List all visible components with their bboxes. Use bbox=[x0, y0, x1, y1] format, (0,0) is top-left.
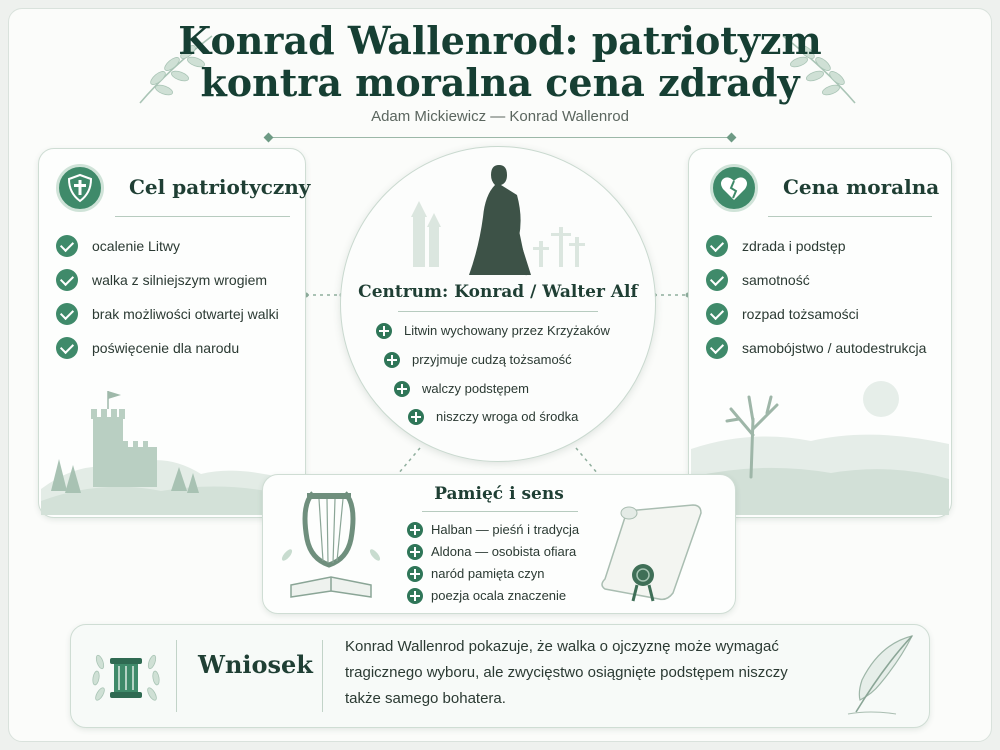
list-item: brak możliwości otwartej walki bbox=[56, 303, 279, 337]
check-icon bbox=[706, 337, 728, 359]
list-item: poświęcenie dla narodu bbox=[56, 337, 279, 371]
conclusion-line-3: także samego bohatera. bbox=[345, 690, 506, 707]
knight-silhouette-illustration bbox=[411, 165, 585, 276]
right-leaf-sprig-icon bbox=[782, 35, 856, 104]
memory-meaning-underline bbox=[422, 511, 578, 512]
center-underline bbox=[398, 311, 598, 312]
page-subtitle: Adam Mickiewicz — Konrad Wallenrod bbox=[371, 108, 629, 125]
moral-cost-underline bbox=[768, 216, 932, 217]
plus-icon bbox=[376, 323, 392, 339]
feather-quill-icon bbox=[847, 635, 914, 715]
check-icon bbox=[706, 235, 728, 257]
castle-landscape-illustration bbox=[41, 391, 303, 515]
plus-icon bbox=[407, 522, 423, 538]
memory-meaning-title: Pamięć i sens bbox=[434, 484, 564, 504]
conclusion-label: Wniosek bbox=[198, 650, 313, 679]
check-icon bbox=[706, 303, 728, 325]
memory-item-3: naród pamięta czyn bbox=[431, 566, 545, 581]
list-item: ocalenie Litwy bbox=[56, 235, 279, 269]
list-item: samotność bbox=[706, 269, 926, 303]
page-title-line-1: Konrad Wallenrod: patriotyzm bbox=[178, 18, 822, 63]
moral-cost-list: zdrada i podstęp samotność rozpad tożsam… bbox=[706, 235, 926, 371]
conclusion-divider bbox=[176, 640, 177, 712]
patriotic-goal-panel bbox=[38, 148, 306, 518]
patriotic-goal-list: ocalenie Litwy walka z silniejszym wrogi… bbox=[56, 235, 279, 371]
conclusion-panel bbox=[70, 624, 930, 728]
shield-cross-icon bbox=[56, 164, 104, 212]
conclusion-line-1: Konrad Wallenrod pokazuje, że walka o oj… bbox=[345, 638, 779, 655]
plus-icon bbox=[407, 588, 423, 604]
center-item-2: przyjmuje cudzą tożsamość bbox=[412, 352, 572, 367]
center-title: Centrum: Konrad / Walter Alf bbox=[358, 282, 638, 302]
plus-icon bbox=[394, 381, 410, 397]
list-item: zdrada i podstęp bbox=[706, 235, 926, 269]
title-divider bbox=[272, 137, 728, 138]
plus-icon bbox=[407, 566, 423, 582]
check-icon bbox=[706, 269, 728, 291]
plus-icon bbox=[384, 352, 400, 368]
conclusion-line-2: tragicznego wyboru, ale zwycięstwo osiąg… bbox=[345, 664, 788, 681]
check-icon bbox=[56, 337, 78, 359]
broken-heart-icon bbox=[710, 164, 758, 212]
memory-item-1: Halban — pieśń i tradycja bbox=[431, 522, 580, 537]
plus-icon bbox=[408, 409, 424, 425]
list-item: rozpad tożsamości bbox=[706, 303, 926, 337]
column-laurel-icon bbox=[92, 654, 160, 701]
plus-icon bbox=[407, 544, 423, 560]
memory-meaning-panel bbox=[262, 474, 736, 614]
center-item-4: niszczy wroga od środka bbox=[436, 409, 579, 424]
left-leaf-sprig-icon bbox=[139, 35, 213, 104]
patriotic-goal-underline bbox=[115, 216, 290, 217]
page-title-line-2: kontra moralna cena zdrady bbox=[200, 60, 800, 105]
center-item-1: Litwin wychowany przez Krzyżaków bbox=[404, 323, 610, 338]
check-icon bbox=[56, 235, 78, 257]
moral-cost-title: Cena moralna bbox=[783, 175, 940, 199]
patriotic-goal-title: Cel patriotyczny bbox=[129, 175, 311, 199]
memory-item-2: Aldona — osobista ofiara bbox=[431, 544, 577, 559]
memory-item-4: poezja ocala znaczenie bbox=[431, 588, 567, 603]
scroll-seal-illustration bbox=[601, 504, 702, 602]
center-hero-circle bbox=[340, 146, 656, 462]
lyre-book-illustration bbox=[281, 491, 381, 598]
conclusion-divider-2 bbox=[322, 640, 323, 712]
check-icon bbox=[56, 303, 78, 325]
list-item: walka z silniejszym wrogiem bbox=[56, 269, 279, 303]
center-item-3: walczy podstępem bbox=[422, 381, 529, 396]
barren-tree-landscape-illustration bbox=[691, 381, 949, 515]
check-icon bbox=[56, 269, 78, 291]
list-item: samobójstwo / autodestrukcja bbox=[706, 337, 926, 371]
